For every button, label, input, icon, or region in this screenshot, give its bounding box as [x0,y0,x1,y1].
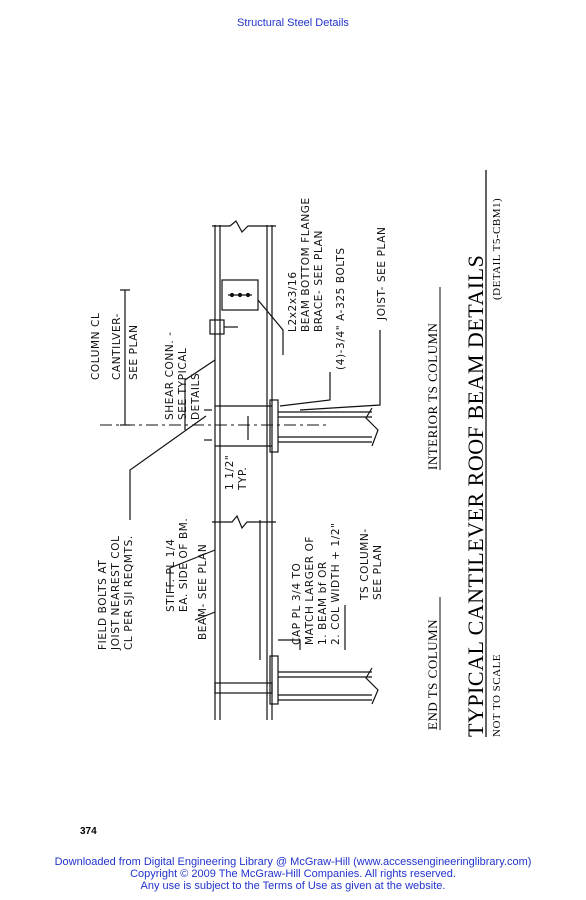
footer-terms-line: Any use is subject to the Terms of Use a… [140,880,446,892]
drawing-annotation-line: JOIST NEAREST COL [110,535,122,651]
stiffener-note: STIFF. PL 1/4 [165,539,177,612]
interior-column-label: INTERIOR TS COLUMN [425,322,440,470]
beam-break-mark [212,514,276,530]
brace-note: L2x2x3/16 [287,271,299,332]
page-footer: Downloaded from Digital Engineering Libr… [0,856,586,892]
joist-note: JOIST- SEE PLAN [376,227,388,321]
leader-field-bolts [129,415,207,520]
field-bolts-note: FIELD BOLTS AT [97,560,109,650]
drawing-annotation-line: 1. BEAM bf OR [317,561,329,645]
page-number: 374 [80,826,97,837]
ts-column-note: TS COLUMN- [359,528,371,601]
drawing-annotation-line: EA. SIDE OF BM. [178,518,190,612]
drawing-annotation-line: SEE PLAN [128,324,140,380]
column-cl-note: COLUMN CL [90,313,102,380]
drawing-annotation-line: DETAILS [190,373,202,420]
drawing-title: TYPICAL CANTILEVER ROOF BEAM DETAILS [463,255,488,737]
brace-angle [221,279,259,311]
detail-ref: (DETAIL T5-CBM1) [491,198,503,300]
drawing-annotation-line: SEE PLAN [372,544,384,600]
drawing-annotation-line: BEAM BOTTOM FLANGE [300,197,312,332]
cap-plate-note: CAP PL 3/4 TO [291,563,303,645]
typ-dim-note: 1 1/2" [224,455,236,490]
bolts-note: (4)-3/4" A-325 BOLTS [335,247,347,370]
running-header: Structural Steel Details [237,17,349,29]
shear-conn-note: SHEAR CONN. - [164,331,176,420]
footer-copyright-line: Copyright © 2009 The McGraw-Hill Compani… [130,868,456,880]
cantilever-note: CANTILVER- [111,313,123,380]
footer-download-line: Downloaded from Digital Engineering Libr… [54,856,532,868]
drawing-annotation-line: SEE TYPICAL [177,348,189,421]
drawing-annotation-line: CL PER SJI REQMTS. [123,535,135,650]
drawing-annotation-line: BRACE- SEE PLAN [313,230,325,332]
drawing-annotation-line: 2. COL WIDTH + 1/2" [330,522,342,645]
scale-note: NOT TO SCALE [491,654,503,737]
end-cap-plate [269,655,279,705]
drawing-annotation-line: TYP. [237,467,249,491]
drawing-annotation-line: MATCH LARGER OF [304,536,316,645]
beam-note: BEAM- SEE PLAN [197,544,209,640]
end-column-label: END TS COLUMN [425,619,440,730]
interior-cap-plate [269,399,279,453]
